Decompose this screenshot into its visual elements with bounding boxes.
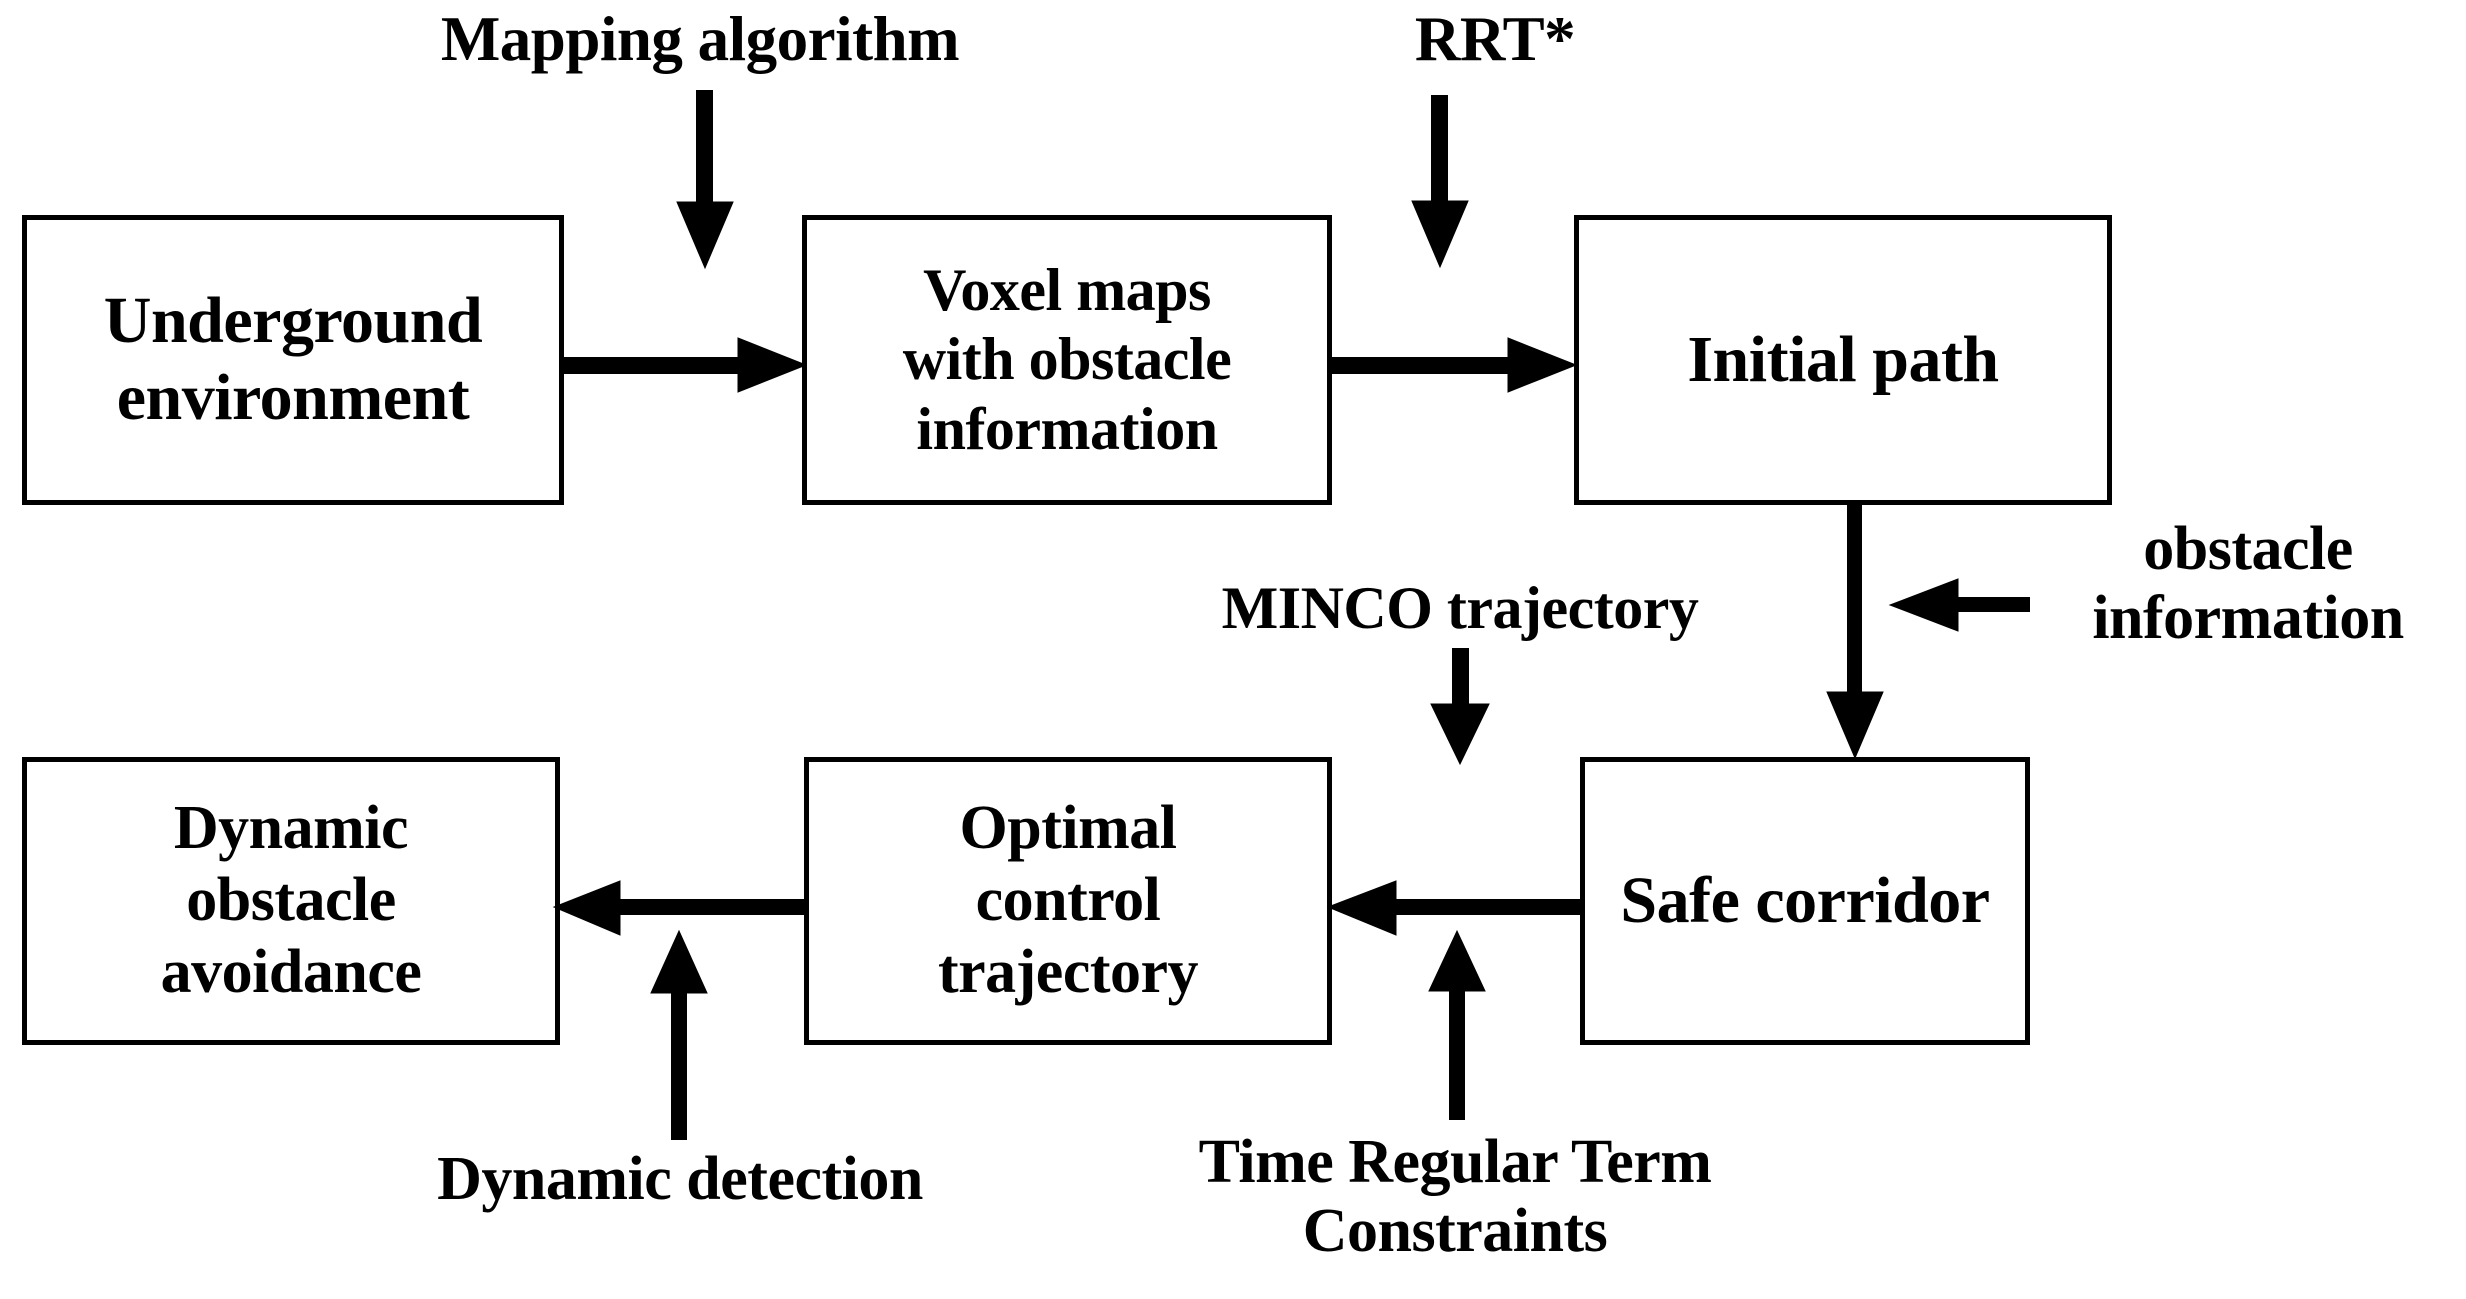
edge-label-mapping-algorithm: Mapping algorithm — [440, 4, 960, 74]
arrow-dynamic-detection-to-avoidance — [650, 929, 708, 1140]
node-label-underground-environment: Underground environment — [103, 284, 483, 434]
edge-label-dynamic-detection: Dynamic detection — [437, 1145, 923, 1213]
arrow-obstacle-info-to-corridor-link — [1888, 578, 2030, 632]
node-label-safe-corridor: Safe corridor — [1620, 863, 1990, 937]
node-initial-path[interactable]: Initial path — [1574, 215, 2112, 505]
node-dynamic-obstacle-avoidance[interactable]: Dynamic obstacle avoidance — [22, 757, 560, 1045]
arrow-env-to-voxel — [560, 337, 808, 393]
node-safe-corridor[interactable]: Safe corridor — [1580, 757, 2030, 1045]
edge-label-rrt-star: RRT* — [1414, 4, 1576, 74]
arrow-voxel-to-initial-path — [1328, 337, 1578, 393]
arrow-safe-corridor-to-optimal — [1326, 880, 1586, 936]
node-label-initial-path: Initial path — [1687, 322, 1999, 396]
node-label-dynamic-obstacle-avoidance: Dynamic obstacle avoidance — [160, 794, 422, 1006]
arrow-time-regular-to-optimal — [1428, 929, 1486, 1120]
node-label-voxel-maps: Voxel maps with obstacle information — [902, 256, 1232, 462]
node-voxel-maps[interactable]: Voxel maps with obstacle information — [802, 215, 1332, 505]
arrow-initial-path-to-safe-corridor — [1826, 500, 1884, 760]
edge-label-time-regular-term: Time Regular Term Constraints — [1198, 1128, 1712, 1266]
arrow-mapping-to-voxel — [676, 90, 734, 270]
arrow-rrt-to-initial-path — [1411, 95, 1469, 269]
arrow-minco-to-optimal-control — [1430, 648, 1490, 766]
node-optimal-control-trajectory[interactable]: Optimal control trajectory — [804, 757, 1332, 1045]
node-underground-environment[interactable]: Underground environment — [22, 215, 564, 505]
edge-label-obstacle-information: obstacle information — [2092, 515, 2404, 653]
node-label-optimal-control-trajectory: Optimal control trajectory — [937, 794, 1199, 1006]
arrow-optimal-to-dynamic-avoidance — [552, 880, 808, 936]
edge-label-minco-trajectory: MINCO trajectory — [1221, 575, 1699, 641]
